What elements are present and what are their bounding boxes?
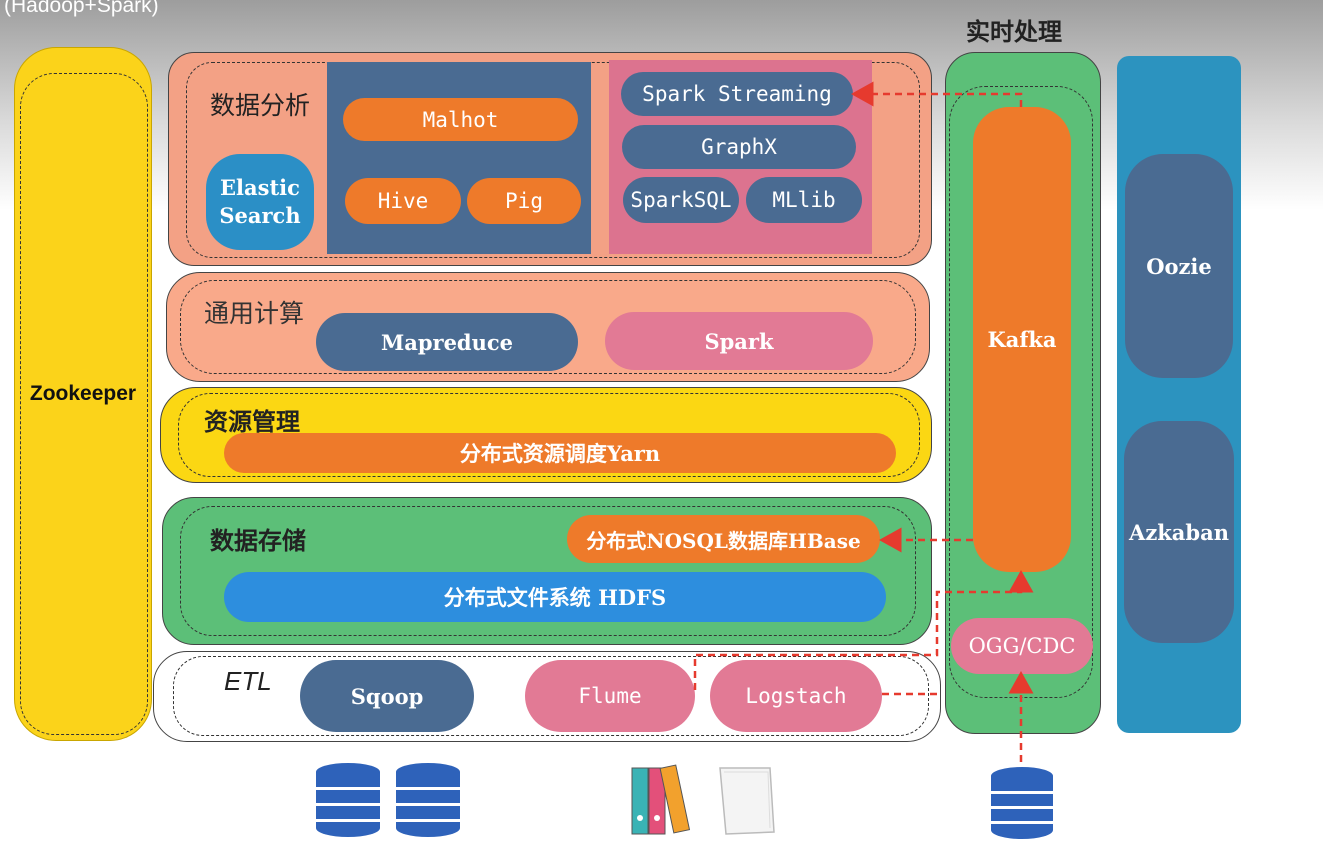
- ogg-cdc-node: OGG/CDC: [951, 618, 1093, 674]
- mapreduce-node: Mapreduce: [316, 313, 578, 371]
- zookeeper-label: Zookeeper: [29, 382, 137, 405]
- etl-title: ETL: [224, 666, 272, 696]
- oozie-node: Oozie: [1125, 154, 1233, 378]
- kafka-to-spark-streaming-arrow: [851, 81, 1023, 107]
- logstach-node: Logstach: [710, 660, 882, 732]
- graphx-node: GraphX: [622, 125, 856, 169]
- zookeeper-panel: [14, 47, 152, 741]
- sparksql-node: SparkSQL: [623, 177, 739, 223]
- elastic-search-node: Elastic Search: [206, 154, 314, 250]
- mllib-node: MLlib: [746, 177, 862, 223]
- realtime-title: 实时处理: [966, 17, 1062, 46]
- header-caption: (Hadoop+Spark): [4, 0, 159, 17]
- general-compute-title: 通用计算: [204, 299, 305, 328]
- database-icon: [316, 763, 380, 837]
- spark-streaming-node: Spark Streaming: [621, 72, 853, 116]
- sqoop-node: Sqoop: [300, 660, 474, 732]
- data-storage-title: 数据存储: [210, 526, 306, 555]
- yarn-node: 分布式资源调度Yarn: [224, 433, 896, 473]
- resource-management-title: 资源管理: [204, 407, 300, 436]
- elastic-search-line1: Elastic: [220, 175, 300, 200]
- kafka-node: Kafka: [973, 107, 1071, 572]
- binder-files-icon: [631, 764, 691, 835]
- hdfs-node: 分布式文件系统 HDFS: [224, 572, 886, 622]
- spark-node: Spark: [605, 312, 873, 370]
- azkaban-node: Azkaban: [1124, 421, 1234, 643]
- database-icon: [396, 763, 460, 837]
- flume-to-kafka-arrow: [693, 570, 1034, 690]
- hbase-node: 分布式NOSQL数据库HBase: [567, 515, 880, 563]
- database-icon: [991, 767, 1053, 839]
- flume-node: Flume: [525, 660, 695, 732]
- elastic-search-line2: Search: [219, 203, 301, 228]
- blank-document-icon: [719, 767, 775, 835]
- data-analysis-title: 数据分析: [210, 91, 311, 120]
- pig-node: Pig: [467, 178, 581, 224]
- hive-node: Hive: [345, 178, 461, 224]
- malhot-node: Malhot: [343, 98, 578, 141]
